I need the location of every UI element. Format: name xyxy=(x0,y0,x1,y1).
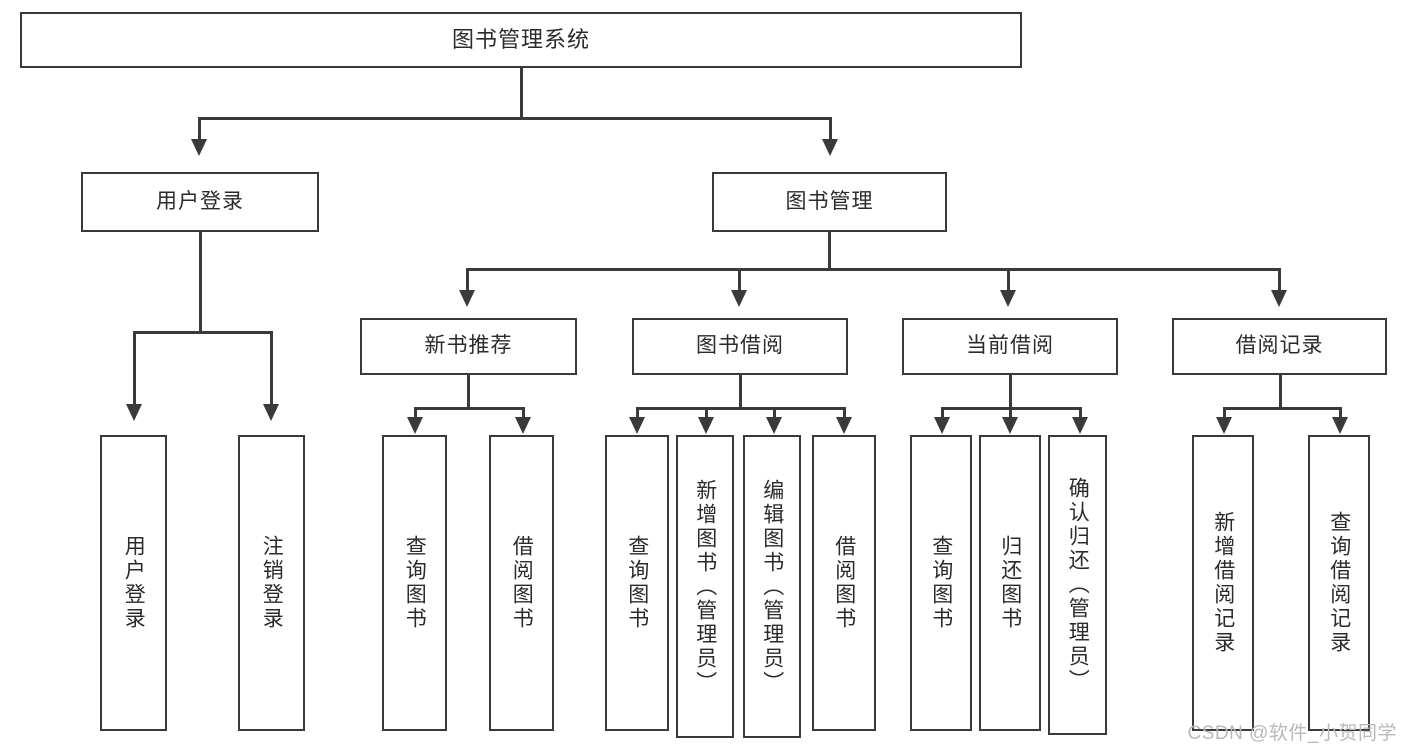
arrowhead-to-new-book-rec xyxy=(459,290,475,307)
node-borrow-record-label: 借阅记录 xyxy=(1235,334,1324,358)
node-leaf-borrow-book-2[interactable]: 借阅图书 xyxy=(812,435,876,731)
connector-borrow-record-drop-1 xyxy=(1223,407,1226,419)
connector-book-borrow-drop-2 xyxy=(705,407,708,419)
connector-borrow-record-stem xyxy=(1279,375,1282,409)
connector-book-manage-stem xyxy=(828,232,831,270)
connector-new-book-rec-stem xyxy=(467,375,470,409)
connector-book-manage-drop-3 xyxy=(1007,268,1010,292)
node-leaf-add-record[interactable]: 新增借阅记录 xyxy=(1192,435,1254,731)
connector-new-book-rec-bus xyxy=(414,407,524,410)
arrowhead-new-book-rec-leaf-1 xyxy=(407,417,423,434)
connector-current-borrow-drop-1 xyxy=(941,407,944,419)
arrowhead-book-borrow-leaf-4 xyxy=(836,417,852,434)
arrowhead-current-borrow-leaf-1 xyxy=(934,417,950,434)
connector-current-borrow-drop-2 xyxy=(1009,407,1012,419)
node-leaf-query-record[interactable]: 查询借阅记录 xyxy=(1308,435,1370,731)
node-leaf-query-book-1-label: 查询图书 xyxy=(403,535,427,631)
node-book-manage-label: 图书管理 xyxy=(785,189,874,213)
connector-book-borrow-drop-4 xyxy=(843,407,846,419)
node-leaf-borrow-book-1[interactable]: 借阅图书 xyxy=(489,435,554,731)
connector-book-borrow-stem xyxy=(739,375,742,409)
node-user-login[interactable]: 用户登录 xyxy=(81,172,319,232)
arrowhead-root-to-book-manage xyxy=(822,139,838,156)
node-leaf-query-book-2-label: 查询图书 xyxy=(625,535,649,631)
connector-book-manage-drop-2 xyxy=(738,268,741,292)
node-user-login-label: 用户登录 xyxy=(156,189,244,213)
node-current-borrow[interactable]: 当前借阅 xyxy=(902,318,1118,375)
node-book-borrow-label: 图书借阅 xyxy=(696,334,784,358)
node-current-borrow-label: 当前借阅 xyxy=(966,334,1054,358)
node-book-manage[interactable]: 图书管理 xyxy=(712,172,947,232)
node-leaf-confirm-return-label: 确认归还（管理员） xyxy=(1066,477,1090,693)
connector-user-login-drop-1 xyxy=(133,331,136,406)
connector-new-book-rec-drop-2 xyxy=(522,407,525,419)
connector-root-drop-1 xyxy=(198,117,201,141)
node-leaf-borrow-book-1-label: 借阅图书 xyxy=(510,535,534,631)
node-leaf-user-login[interactable]: 用户登录 xyxy=(100,435,167,731)
node-leaf-add-record-label: 新增借阅记录 xyxy=(1211,511,1235,655)
node-leaf-add-book-label: 新增图书（管理员） xyxy=(693,478,717,695)
arrowhead-book-borrow-leaf-3 xyxy=(766,417,782,434)
connector-new-book-rec-drop-1 xyxy=(414,407,417,419)
arrowhead-user-login-leaf-2 xyxy=(263,404,279,421)
connector-book-borrow-bus xyxy=(636,407,845,410)
connector-root-drop-2 xyxy=(829,117,832,141)
node-root[interactable]: 图书管理系统 xyxy=(20,12,1022,68)
arrowhead-current-borrow-leaf-2 xyxy=(1002,417,1018,434)
node-new-book-rec-label: 新书推荐 xyxy=(424,334,513,358)
arrowhead-book-borrow-leaf-2 xyxy=(698,417,714,434)
node-leaf-edit-book-label: 编辑图书（管理员） xyxy=(760,478,784,695)
node-leaf-return-book[interactable]: 归还图书 xyxy=(979,435,1041,731)
node-leaf-query-book-2[interactable]: 查询图书 xyxy=(605,435,669,731)
node-root-label: 图书管理系统 xyxy=(451,27,590,53)
node-leaf-query-book-1[interactable]: 查询图书 xyxy=(382,435,447,731)
connector-book-manage-drop-1 xyxy=(466,268,469,292)
watermark: CSDN @软件_小贺同学 xyxy=(1187,723,1397,744)
node-leaf-borrow-book-2-label: 借阅图书 xyxy=(832,535,856,631)
connector-current-borrow-drop-3 xyxy=(1079,407,1082,419)
connector-book-manage-drop-4 xyxy=(1278,268,1281,292)
node-leaf-confirm-return[interactable]: 确认归还（管理员） xyxy=(1048,435,1107,735)
arrowhead-current-borrow-leaf-3 xyxy=(1072,417,1088,434)
node-leaf-user-logout[interactable]: 注销登录 xyxy=(238,435,305,731)
connector-current-borrow-stem xyxy=(1009,375,1012,409)
connector-book-manage-bus xyxy=(466,268,1280,271)
node-borrow-record[interactable]: 借阅记录 xyxy=(1172,318,1387,375)
node-leaf-edit-book[interactable]: 编辑图书（管理员） xyxy=(743,435,801,738)
node-book-borrow[interactable]: 图书借阅 xyxy=(632,318,848,375)
arrowhead-user-login-leaf-1 xyxy=(126,404,142,421)
connector-user-login-drop-2 xyxy=(270,331,273,406)
arrowhead-root-to-user-login xyxy=(191,139,207,156)
arrowhead-new-book-rec-leaf-2 xyxy=(515,417,531,434)
arrowhead-borrow-record-leaf-1 xyxy=(1216,417,1232,434)
connector-book-borrow-drop-1 xyxy=(636,407,639,419)
node-leaf-user-logout-label: 注销登录 xyxy=(260,535,284,631)
node-leaf-query-record-label: 查询借阅记录 xyxy=(1327,511,1351,655)
connector-root-bus xyxy=(198,117,832,120)
arrowhead-book-borrow-leaf-1 xyxy=(629,417,645,434)
node-leaf-return-book-label: 归还图书 xyxy=(998,535,1022,631)
connector-root-stem-main xyxy=(520,68,523,119)
node-leaf-query-book-3[interactable]: 查询图书 xyxy=(910,435,972,731)
node-leaf-add-book[interactable]: 新增图书（管理员） xyxy=(676,435,734,738)
connector-user-login-stem xyxy=(199,232,202,333)
connector-book-borrow-drop-3 xyxy=(773,407,776,419)
arrowhead-to-borrow-record xyxy=(1271,290,1287,307)
connector-user-login-bus xyxy=(133,331,272,334)
arrowhead-borrow-record-leaf-2 xyxy=(1332,417,1348,434)
node-leaf-user-login-label: 用户登录 xyxy=(122,535,146,631)
connector-borrow-record-bus xyxy=(1223,407,1341,410)
node-new-book-rec[interactable]: 新书推荐 xyxy=(360,318,577,375)
arrowhead-to-current-borrow xyxy=(1000,290,1016,307)
arrowhead-to-book-borrow xyxy=(731,290,747,307)
connector-borrow-record-drop-2 xyxy=(1339,407,1342,419)
node-leaf-query-book-3-label: 查询图书 xyxy=(929,535,953,631)
